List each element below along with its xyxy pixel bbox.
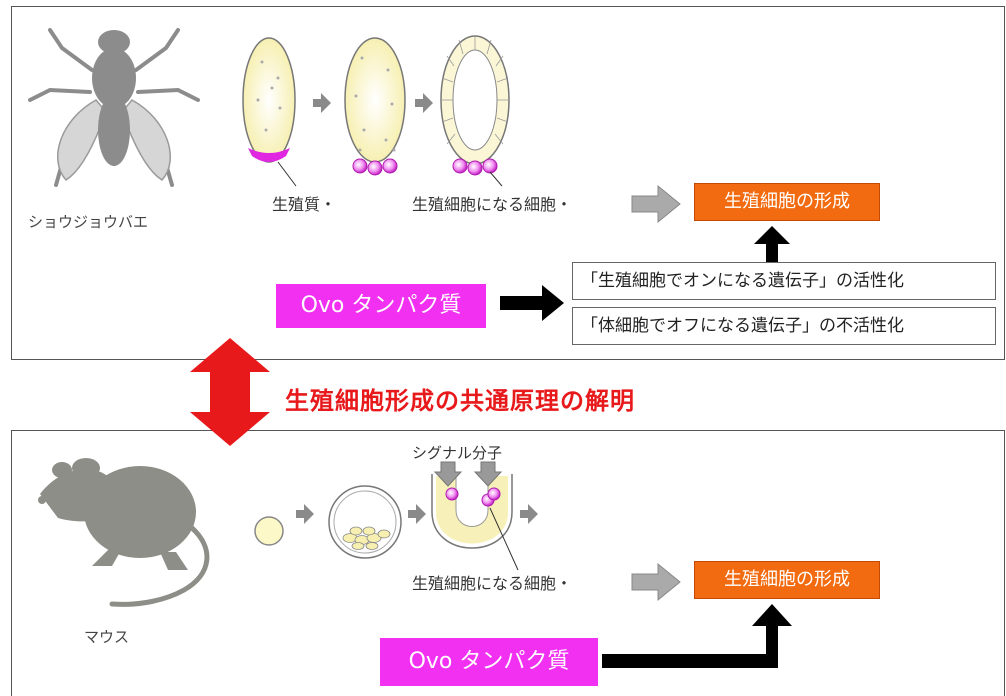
l-arrow-icon	[602, 604, 792, 668]
up-arrow-icon	[754, 226, 790, 262]
fly-egg-stage-1	[242, 37, 296, 163]
fly-species-label: ショウジョウバエ	[28, 213, 149, 231]
fruit-fly-icon	[28, 28, 200, 187]
fly-egg-stage-3	[440, 35, 510, 176]
pointer-line	[489, 171, 503, 187]
grey-arrow-icon	[631, 184, 681, 224]
mouse-oocyte	[254, 516, 284, 546]
mouse-species-label: マウス	[84, 628, 130, 646]
germ-plasm-label: 生殖質・	[272, 195, 337, 214]
small-arrow-icon	[408, 504, 426, 524]
gene-inactivation-box: 「体細胞でオフになる遺伝子」の不活性化	[572, 307, 996, 345]
gene-activation-box: 「生殖細胞でオンになる遺伝子」の活性化	[572, 262, 996, 300]
double-arrow-icon	[190, 338, 270, 446]
fly-formation-box: 生殖細胞の形成	[694, 183, 880, 221]
small-arrow-icon	[520, 504, 538, 524]
fly-germ-cell-label: 生殖細胞になる細胞・	[412, 195, 573, 214]
mouse-blastocyst	[328, 485, 402, 559]
small-arrow-icon	[415, 93, 433, 113]
signal-arrow-icon	[433, 461, 503, 487]
signal-molecule-label: シグナル分子	[412, 444, 503, 462]
small-arrow-icon	[313, 93, 331, 113]
mouse-icon	[38, 458, 210, 607]
mouse-formation-box: 生殖細胞の形成	[694, 561, 880, 599]
mouse-epiblast-cup	[431, 474, 513, 549]
mouse-ovo-protein-box: Ovo タンパク質	[380, 638, 598, 686]
small-arrow-icon	[296, 504, 314, 524]
pointer-line	[489, 507, 519, 571]
common-principle-title: 生殖細胞形成の共通原理の解明	[285, 387, 635, 415]
mouse-germ-cell-label: 生殖細胞になる細胞・	[412, 574, 573, 593]
fly-ovo-protein-box: Ovo タンパク質	[276, 284, 486, 328]
pointer-line	[277, 161, 297, 187]
right-arrow-icon	[500, 285, 564, 321]
grey-arrow-icon	[631, 562, 681, 602]
fly-egg-stage-2	[344, 37, 406, 176]
